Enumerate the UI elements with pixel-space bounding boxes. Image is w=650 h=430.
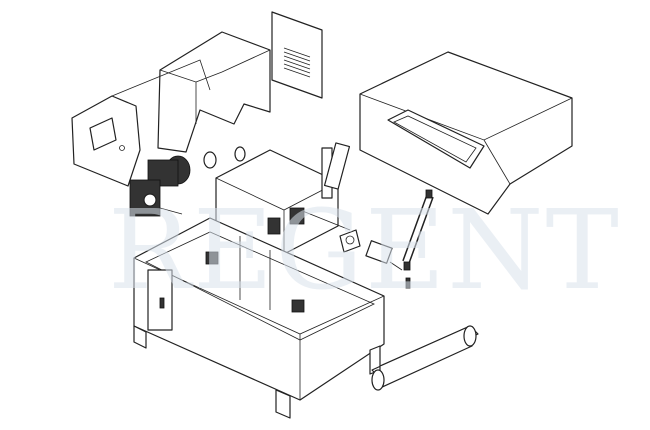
bearing-block: [339, 229, 361, 253]
air-cylinder: [402, 189, 434, 289]
motor-gearbox: [129, 146, 246, 217]
roller-guard: [371, 325, 479, 391]
machine-frame: [133, 217, 385, 419]
control-panel: [71, 59, 211, 187]
rear-cover: [157, 31, 271, 153]
pneumatic-actuator: [323, 142, 351, 190]
top-cover: [359, 51, 573, 215]
vent-panel: [271, 11, 323, 99]
cylinder-small: [365, 240, 403, 271]
